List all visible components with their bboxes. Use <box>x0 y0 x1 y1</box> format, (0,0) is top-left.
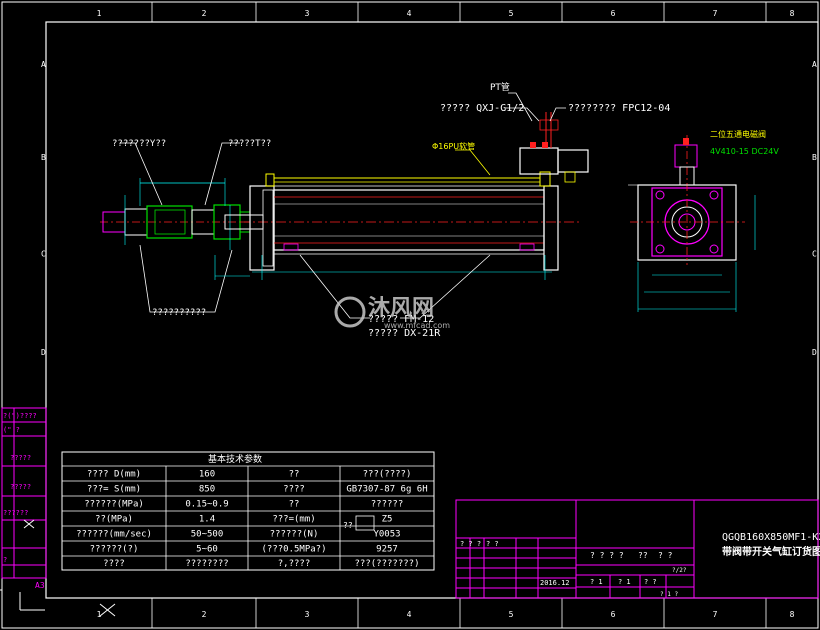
tb-mark-8: ? ? <box>644 578 657 586</box>
spec-cell: 9257 <box>376 545 398 555</box>
left-detail-view <box>100 142 250 313</box>
tb-mark-7: ? 1 <box>618 578 631 586</box>
left-revision-table: ?(")???? (" ? ????? ????? ?????? ? A3 <box>1 407 47 590</box>
tb-mark-4: ?? <box>638 551 648 560</box>
tb-mark-2: ? ? <box>486 540 499 548</box>
column-marker: 3 <box>305 610 310 619</box>
spec-table: 基本技术参数 ???? D(mm) 160?? ???(????) ???= S(mm… <box>61 451 435 571</box>
cylinder-front-view <box>214 92 589 319</box>
spec-cell: 0.15~0.9 <box>185 500 228 510</box>
drawing-name: 带阀带开关气缸订货图 <box>722 545 820 558</box>
spec-cell: ?????? <box>371 500 404 510</box>
spec-cell: 5~60 <box>196 545 218 555</box>
column-marker: 7 <box>713 610 718 619</box>
mid-label-2: ????? DX-21R <box>368 328 441 339</box>
row-marker: C <box>812 250 817 259</box>
tb-mark-3: ? ? ? ? <box>590 551 624 560</box>
column-marker: 4 <box>407 9 412 18</box>
spec-cell: ???????? <box>185 559 228 569</box>
row-marker: A <box>41 60 46 69</box>
spec-cell: ??????(mm/sec) <box>76 530 152 540</box>
column-marker: 5 <box>509 9 514 18</box>
column-marker: 3 <box>305 9 310 18</box>
spec-cell: ??(MPa) <box>95 515 133 525</box>
spec-cell: ???= S(mm) <box>87 485 141 495</box>
tb-mark-1: ? ? ? <box>460 540 481 548</box>
drawing-number: QGQB160X850MF1-K2F <box>722 532 820 543</box>
spec-cell: ?? <box>289 470 300 480</box>
left-t-label: ?????T?? <box>228 139 271 149</box>
left-cell-3: ????? <box>10 454 31 462</box>
column-marker: 5 <box>509 610 514 619</box>
spec-cell: ???=(mm) <box>272 515 315 525</box>
tb-mark-6: ? 1 <box>590 578 603 586</box>
row-marker: A <box>812 60 817 69</box>
valve-code-label: ???????? FPC12-04 <box>568 103 670 114</box>
solenoid-title: 二位五通电磁阀 <box>710 129 766 139</box>
column-marker: 8 <box>790 610 795 619</box>
spec-cell: GB7307-87 6g 6H <box>346 485 427 495</box>
spec-cell: ???(????) <box>363 470 412 480</box>
spec-cell: (???0.5MPa?) <box>261 545 326 555</box>
column-marker: 7 <box>713 9 718 18</box>
left-cell-1: ?(")???? <box>3 412 37 420</box>
spec-cell: ???? <box>283 485 305 495</box>
column-marker: 1 <box>97 610 102 619</box>
spec-cell: ???? D(mm) <box>87 470 141 480</box>
inner-frame <box>45 21 819 599</box>
joint-label: ????? QXJ-G1/2 <box>440 103 524 114</box>
spec-cell: ???? <box>103 559 125 569</box>
title-block: QGQB160X850MF1-K2F 带阀带开关气缸订货图 2016.12 ? … <box>455 499 820 599</box>
watermark: 沐风网 www.mfcad.com <box>334 296 450 330</box>
spec-cell: ??????(MPa) <box>84 500 144 510</box>
spec-cell: 1.4 <box>199 515 215 525</box>
ucs-icon <box>0 589 116 617</box>
tb-mark-5: ? ? <box>658 551 673 560</box>
corner-code: A3 <box>35 581 45 590</box>
pipe-label: PT管 <box>490 81 510 93</box>
left-cell-4: ????? <box>10 483 31 491</box>
spec-cell: ?,???? <box>278 559 311 569</box>
bottom-left-label: ?????????? <box>152 308 206 318</box>
column-marker: 8 <box>790 9 795 18</box>
spec-cell: 50~500 <box>191 530 224 540</box>
mid-label-1: ????? FM-12 <box>368 314 434 325</box>
tb-scale: ?/2? <box>672 567 687 574</box>
left-cell-5: ?????? <box>3 509 28 517</box>
tb-sheet: ? 1 ? <box>660 591 678 598</box>
watermark-url: www.mfcad.com <box>384 321 450 330</box>
column-marker: 2 <box>202 610 207 619</box>
column-marker: 4 <box>407 610 412 619</box>
spec-extra: ?? <box>343 521 353 530</box>
drawing-date: 2016.12 <box>540 579 570 587</box>
cylinder-end-view <box>628 135 756 312</box>
row-marker: D <box>812 348 817 357</box>
column-marker: 2 <box>202 9 207 18</box>
spec-cell: Z5 <box>382 515 393 525</box>
row-markers: A A B B C C D D <box>41 60 817 357</box>
row-marker: B <box>812 153 817 162</box>
column-marker: 6 <box>611 610 616 619</box>
spec-cell: ??????(?) <box>90 545 139 555</box>
spec-cell: 160 <box>199 470 215 480</box>
spec-cell: ???(???????) <box>354 559 419 569</box>
watermark-brand: 沐风网 <box>368 296 434 321</box>
solenoid-code: 4V410-15 DC24V <box>710 147 779 156</box>
left-head-label: ???????Y?? <box>112 139 166 149</box>
column-markers: 1 1 2 2 3 3 4 4 5 5 6 6 7 7 8 8 <box>97 2 795 628</box>
row-marker: C <box>41 250 46 259</box>
spec-cell: ??????(N) <box>270 530 319 540</box>
pu-pipe-label: Φ16PU软管 <box>432 141 475 151</box>
spec-cell: Y0053 <box>373 530 400 540</box>
column-marker: 1 <box>97 9 102 18</box>
row-marker: D <box>41 348 46 357</box>
left-cell-6: ? <box>3 556 7 564</box>
left-cell-2: (" ? <box>3 426 20 434</box>
column-marker: 6 <box>611 9 616 18</box>
row-marker: B <box>41 153 46 162</box>
spec-table-title: 基本技术参数 <box>208 453 262 465</box>
spec-cell: 850 <box>199 485 215 495</box>
spec-cell: ?? <box>289 500 300 510</box>
